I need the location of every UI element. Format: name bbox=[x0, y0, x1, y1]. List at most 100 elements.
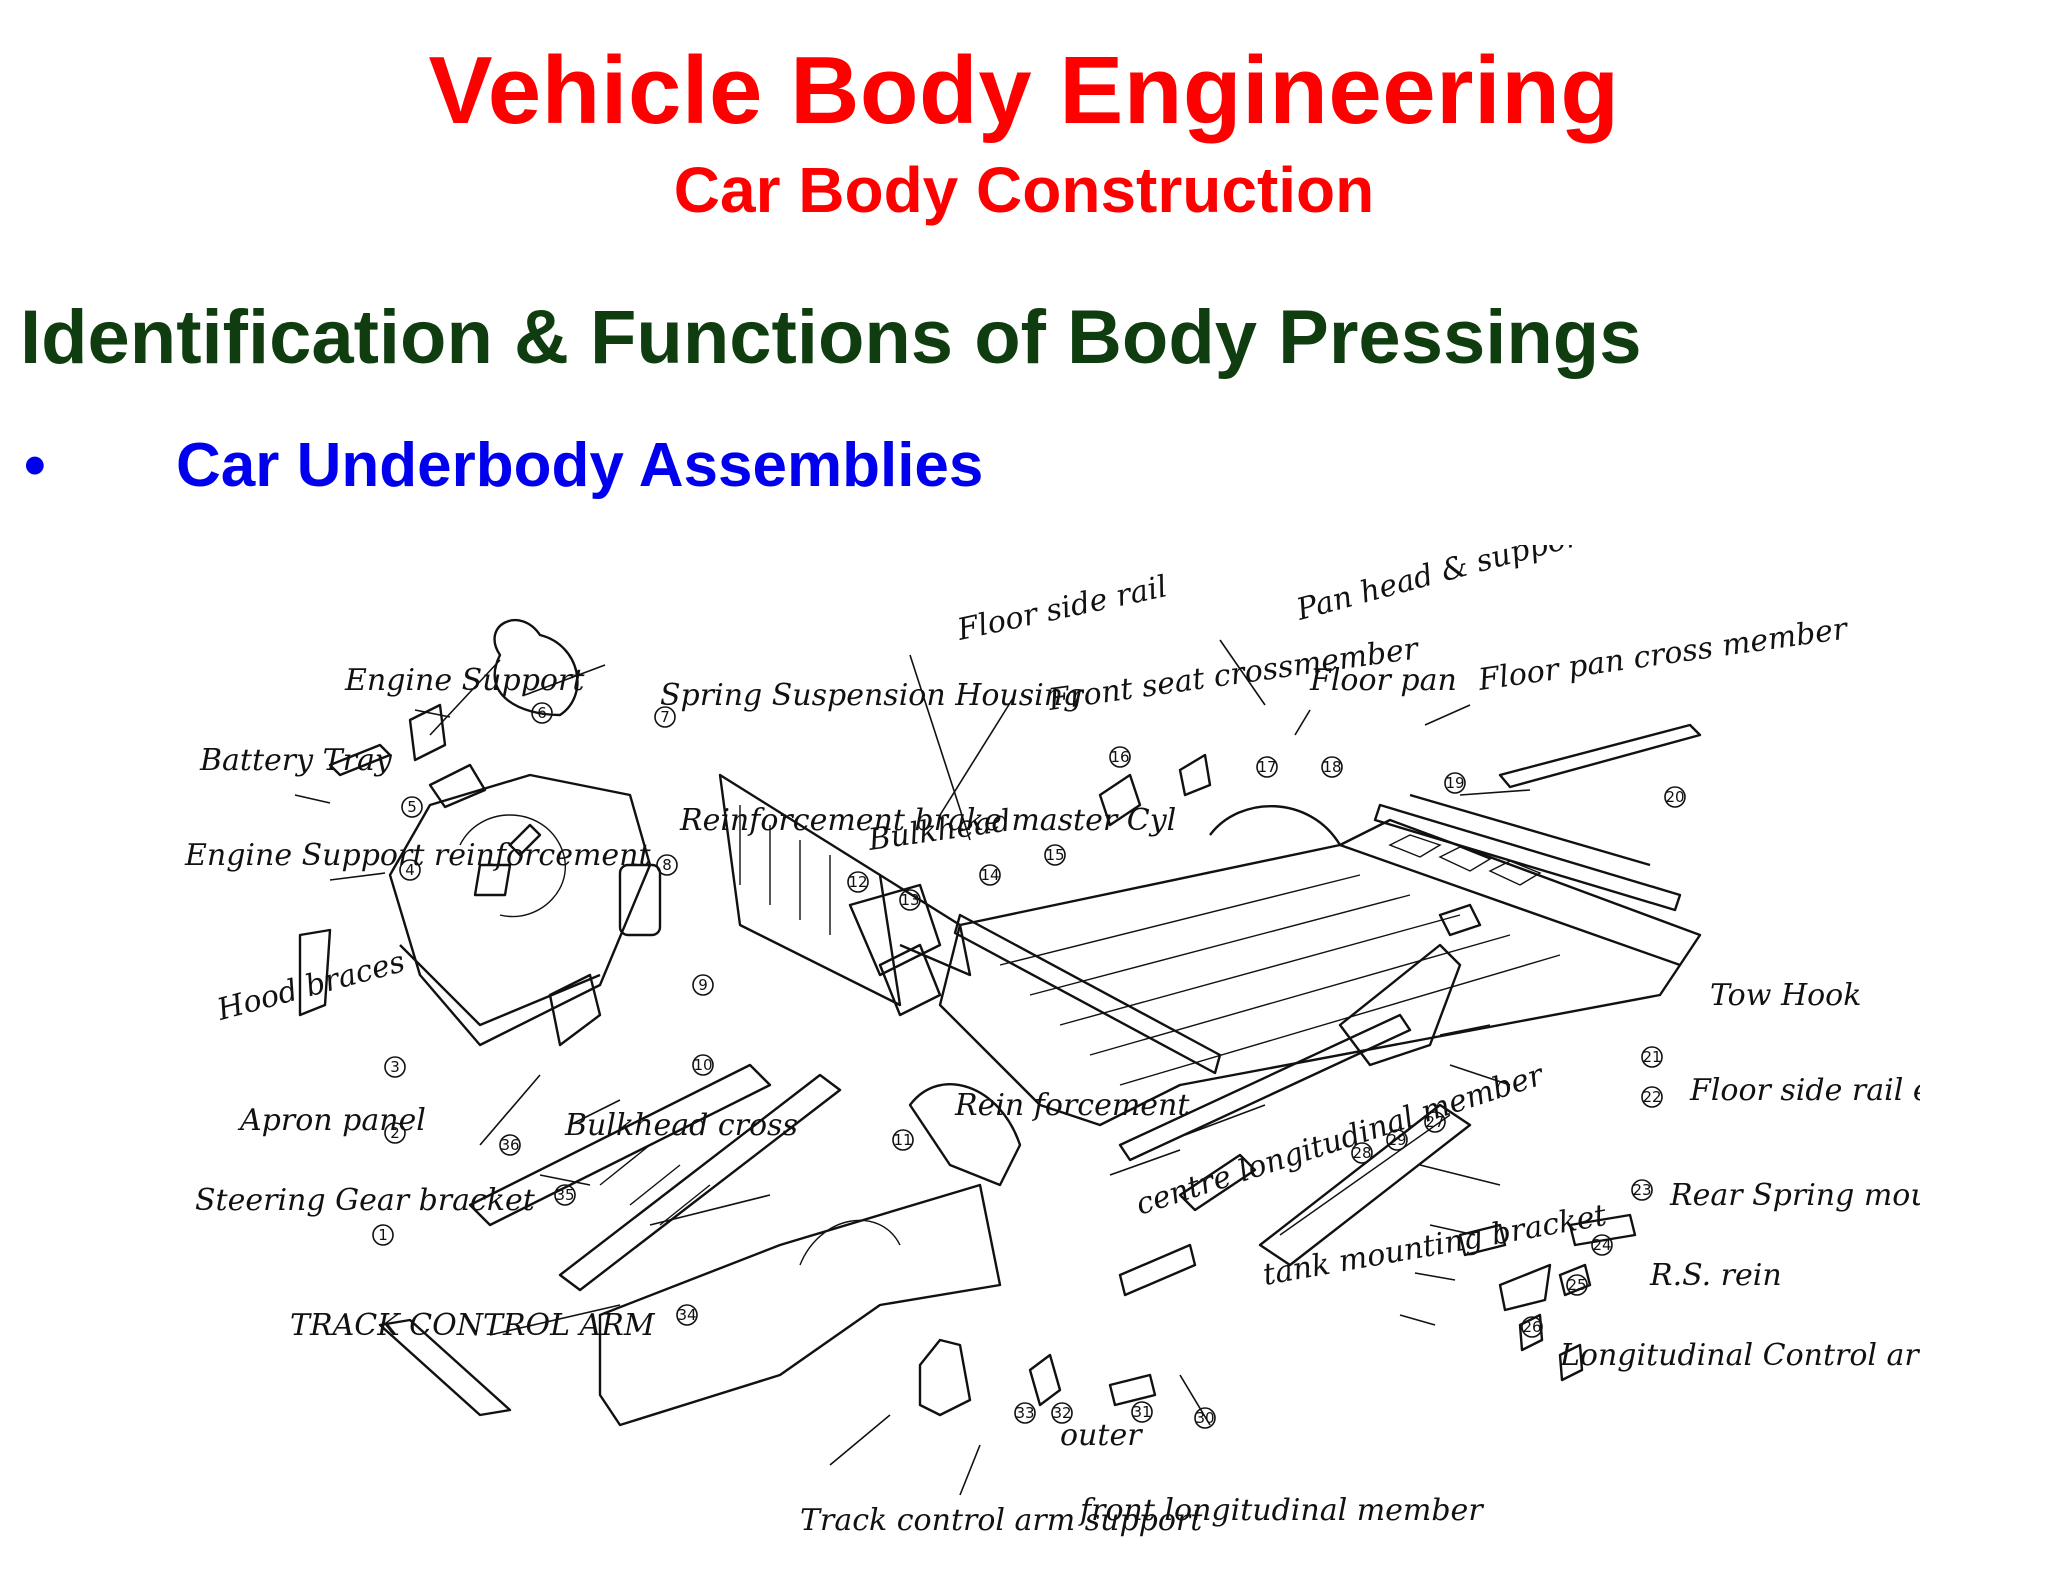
crossmembers bbox=[953, 723, 1702, 1162]
callout-33: 33 bbox=[1014, 1402, 1036, 1424]
svg-text:6: 6 bbox=[537, 704, 547, 722]
label-track-control-arm: TRACK CONTROL ARM bbox=[290, 1308, 656, 1343]
label-floor-side-rail: Floor side rail bbox=[953, 569, 1170, 648]
svg-text:33: 33 bbox=[1015, 1404, 1034, 1422]
front-apron-left bbox=[388, 773, 662, 1047]
callout-8: 8 bbox=[656, 854, 678, 876]
callout-2: 2 bbox=[384, 1122, 406, 1144]
callout-17: 17 bbox=[1256, 756, 1278, 778]
svg-text:14: 14 bbox=[980, 866, 999, 884]
label-spring-suspension-housing: Spring Suspension Housing bbox=[660, 678, 1082, 713]
callout-21: 21 bbox=[1641, 1046, 1663, 1068]
callout-16: 16 bbox=[1109, 746, 1131, 768]
callout-5: 5 bbox=[401, 796, 423, 818]
bullet-text: Car Underbody Assemblies bbox=[176, 431, 984, 500]
svg-text:35: 35 bbox=[555, 1186, 574, 1204]
svg-text:10: 10 bbox=[693, 1056, 712, 1074]
svg-text:34: 34 bbox=[677, 1306, 696, 1324]
svg-text:4: 4 bbox=[405, 861, 415, 879]
label-apron-panel: Apron panel bbox=[237, 1103, 426, 1138]
slide-title: Vehicle Body Engineering bbox=[428, 37, 1620, 144]
callout-36: 36 bbox=[499, 1134, 521, 1156]
label-outer: outer bbox=[1060, 1418, 1143, 1453]
svg-text:29: 29 bbox=[1387, 1131, 1406, 1149]
section-heading: Identification & Functions of Body Press… bbox=[20, 295, 1642, 380]
callout-30: 30 bbox=[1194, 1407, 1216, 1429]
callout-29: 29 bbox=[1386, 1129, 1408, 1151]
svg-text:23: 23 bbox=[1632, 1181, 1651, 1199]
bullet-dot: • bbox=[24, 431, 46, 500]
callout-20: 20 bbox=[1664, 786, 1686, 808]
callout-3: 3 bbox=[384, 1056, 406, 1078]
underbody-drawing: 6 5 4 3 2 1 7 8 9 10 11 12 13 14 15 16 1… bbox=[184, 545, 1920, 1538]
label-pan-head-support: Pan head & support bbox=[1292, 545, 1596, 628]
callout-15: 15 bbox=[1044, 844, 1066, 866]
label-rs-rein: R.S. rein bbox=[1649, 1258, 1782, 1293]
label-front-longitudinal-member: front longitudinal member bbox=[1078, 1493, 1484, 1528]
callout-10: 10 bbox=[692, 1054, 714, 1076]
svg-text:15: 15 bbox=[1045, 846, 1064, 864]
rear-side-rails bbox=[1178, 943, 1472, 1267]
callout-1: 1 bbox=[372, 1224, 394, 1246]
svg-text:25: 25 bbox=[1567, 1276, 1586, 1294]
svg-text:27: 27 bbox=[1425, 1113, 1444, 1131]
front-lower-panel bbox=[598, 1082, 1022, 1427]
svg-text:18: 18 bbox=[1322, 758, 1341, 776]
svg-text:2: 2 bbox=[390, 1124, 400, 1142]
svg-text:8: 8 bbox=[662, 856, 672, 874]
callout-6: 6 bbox=[531, 702, 553, 724]
label-bulkhead-cross: Bulkhead cross bbox=[564, 1108, 798, 1143]
label-steering-gear-bracket: Steering Gear bracket bbox=[195, 1183, 536, 1218]
svg-text:28: 28 bbox=[1352, 1144, 1371, 1162]
callout-12: 12 bbox=[847, 871, 869, 893]
callout-34: 34 bbox=[676, 1304, 698, 1326]
svg-text:22: 22 bbox=[1642, 1088, 1661, 1106]
callout-11: 11 bbox=[892, 1129, 914, 1151]
label-engine-support: Engine Support bbox=[344, 663, 585, 698]
callout-4: 4 bbox=[399, 859, 421, 881]
leader-lines bbox=[294, 639, 1531, 1496]
floor-pan-assembly bbox=[938, 805, 1702, 1127]
callout-14: 14 bbox=[979, 864, 1001, 886]
svg-text:11: 11 bbox=[893, 1131, 912, 1149]
label-battery-tray: Battery Tray bbox=[199, 743, 393, 778]
label-floor-pan: Floor pan bbox=[1309, 663, 1457, 698]
callout-13: 13 bbox=[899, 889, 921, 911]
callout-9: 9 bbox=[692, 974, 714, 996]
svg-text:5: 5 bbox=[407, 798, 417, 816]
svg-text:31: 31 bbox=[1132, 1403, 1151, 1421]
underbody-diagram: 6 5 4 3 2 1 7 8 9 10 11 12 13 14 15 16 1… bbox=[180, 545, 1920, 1576]
label-hood-braces: Hood braces bbox=[213, 944, 409, 1028]
slide-subtitle: Car Body Construction bbox=[673, 154, 1375, 226]
handwritten-labels: Engine Support Battery Tray Engine Suppo… bbox=[184, 545, 1920, 1538]
svg-text:24: 24 bbox=[1592, 1236, 1611, 1254]
callout-35: 35 bbox=[554, 1184, 576, 1206]
svg-text:17: 17 bbox=[1257, 758, 1276, 776]
label-rein-forcement: Rein forcement bbox=[954, 1088, 1190, 1123]
callout-7: 7 bbox=[654, 706, 676, 728]
svg-text:9: 9 bbox=[698, 976, 708, 994]
svg-text:26: 26 bbox=[1522, 1318, 1541, 1336]
front-longitudinals bbox=[378, 1063, 842, 1417]
svg-text:36: 36 bbox=[500, 1136, 519, 1154]
loose-parts bbox=[298, 618, 1637, 1417]
label-reinforcement-brake-master-cyl: Reinforcement brake master Cyl bbox=[679, 803, 1176, 838]
label-tow-hook: Tow Hook bbox=[1710, 978, 1861, 1013]
svg-text:20: 20 bbox=[1665, 788, 1684, 806]
label-engine-support-reinforcement: Engine Support reinforcement bbox=[184, 838, 652, 873]
callout-23: 23 bbox=[1631, 1179, 1653, 1201]
callout-25: 25 bbox=[1566, 1274, 1588, 1296]
callout-24: 24 bbox=[1591, 1234, 1613, 1256]
callout-22: 22 bbox=[1641, 1086, 1663, 1108]
svg-text:16: 16 bbox=[1110, 748, 1129, 766]
label-track-control-arm-support: Track control arm support bbox=[800, 1503, 1203, 1538]
svg-text:19: 19 bbox=[1445, 774, 1464, 792]
svg-text:1: 1 bbox=[378, 1226, 388, 1244]
svg-text:7: 7 bbox=[660, 708, 670, 726]
callout-18: 18 bbox=[1321, 756, 1343, 778]
callout-19: 19 bbox=[1444, 772, 1466, 794]
part-callouts: 6 5 4 3 2 1 7 8 9 10 11 12 13 14 15 16 1… bbox=[372, 702, 1686, 1429]
svg-text:3: 3 bbox=[390, 1058, 400, 1076]
callout-31: 31 bbox=[1131, 1401, 1153, 1423]
label-floor-side-rail-extension: Floor side rail extension bbox=[1689, 1073, 1920, 1108]
